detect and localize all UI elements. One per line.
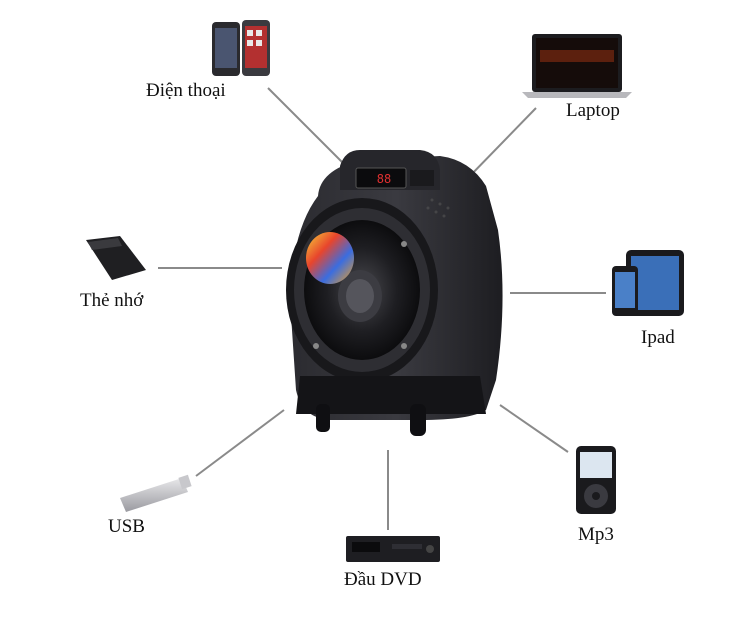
label-usb: USB bbox=[108, 516, 145, 537]
dvd-player-icon bbox=[346, 536, 440, 562]
label-ipad: Ipad bbox=[641, 327, 675, 348]
speaker-icon: 88 bbox=[286, 150, 503, 436]
label-phone: Điện thoại bbox=[146, 80, 226, 101]
line-mp3 bbox=[499, 404, 569, 453]
sd-card-icon bbox=[86, 236, 146, 280]
speaker-badge bbox=[306, 232, 354, 284]
label-memory-card: Thẻ nhớ bbox=[80, 290, 144, 311]
usb-drive-icon bbox=[120, 474, 192, 512]
speaker-display-text: 88 bbox=[377, 172, 391, 186]
label-laptop: Laptop bbox=[566, 100, 620, 121]
label-mp3: Mp3 bbox=[578, 524, 614, 545]
mp3-player-icon bbox=[576, 446, 616, 514]
label-dvd: Đầu DVD bbox=[344, 569, 422, 590]
connector-lines bbox=[158, 87, 606, 530]
speaker-display bbox=[355, 167, 407, 189]
laptop-icon bbox=[522, 34, 632, 98]
line-laptop bbox=[465, 107, 537, 181]
smartphone-icon bbox=[212, 20, 270, 76]
tablet-icon bbox=[612, 250, 684, 316]
line-usb bbox=[195, 409, 285, 477]
line-phone bbox=[267, 87, 349, 169]
